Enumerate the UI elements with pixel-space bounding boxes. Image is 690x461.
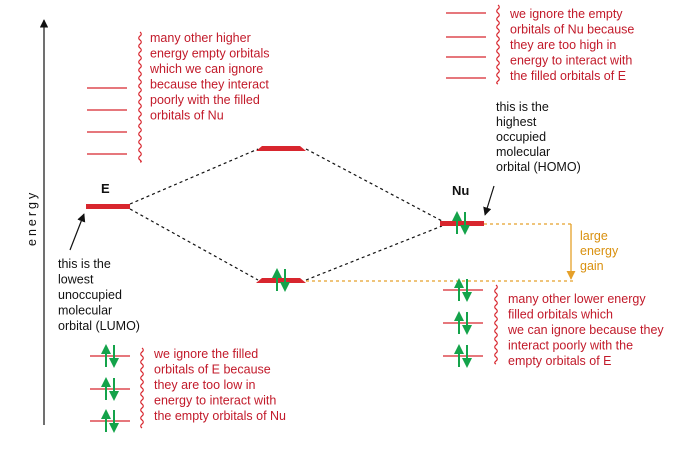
e-label: E (101, 181, 110, 196)
electron-pairs (101, 211, 472, 433)
nu-higher-empty-orbitals (446, 12, 486, 79)
up-down-arrows-icon (272, 268, 290, 292)
note-line: many other lower energy (508, 292, 646, 306)
homo-pointer-arrow (483, 185, 495, 216)
note-line: orbital (HOMO) (496, 160, 581, 174)
dashed-line (129, 148, 259, 205)
note-line: orbitals of Nu because (510, 23, 634, 37)
note-line: orbital (LUMO) (58, 319, 140, 333)
note-line: unoccupied (58, 288, 122, 302)
note-line: energy empty orbitals (150, 47, 270, 61)
up-down-arrows-icon (101, 409, 119, 433)
e-lumo-orbital (86, 204, 130, 209)
note-line: interact poorly with the (508, 339, 633, 353)
note-line: orbitals of Nu (150, 109, 224, 123)
up-down-arrows-icon (101, 377, 119, 401)
dashed-line (305, 225, 443, 281)
dashed-line (129, 208, 259, 281)
note-line: the empty orbitals of Nu (154, 409, 286, 423)
note-line: this is the (496, 100, 549, 114)
nu-homo-orbital (440, 221, 484, 226)
note-line: molecular (496, 145, 550, 159)
note-line: because they interact (150, 78, 269, 92)
up-down-arrows-icon (454, 344, 472, 368)
e-higher-empty-orbitals (87, 87, 127, 155)
nu-label: Nu (452, 183, 469, 198)
note-line: energy (580, 244, 619, 258)
note-line: gain (580, 259, 604, 273)
note-line: they are too high in (510, 38, 616, 52)
note-line: energy to interact with (154, 394, 276, 408)
energy-gain-indicator (306, 223, 576, 282)
note-line: molecular (58, 304, 112, 318)
bottom-left-note: we ignore the filled orbitals of E becaus… (153, 347, 286, 423)
lumo-pointer-arrow (69, 213, 86, 251)
bottom-right-note: many other lower energy filled orbitals w… (507, 292, 664, 368)
note-line: lowest (58, 273, 94, 287)
up-down-arrows-icon (454, 278, 472, 302)
note-line: highest (496, 115, 537, 129)
energy-axis-label: energy (25, 190, 39, 246)
note-line: poorly with the filled (150, 93, 260, 107)
note-line: many other higher (150, 31, 251, 45)
note-line: this is the (58, 257, 111, 271)
note-line: we ignore the filled (153, 347, 258, 361)
bonding-orbital (256, 278, 306, 283)
antibonding-orbital (256, 146, 306, 151)
wavy-line-icon (138, 31, 142, 163)
note-line: which we can ignore (149, 62, 263, 76)
note-line: the filled orbitals of E (510, 69, 626, 83)
note-line: occupied (496, 130, 546, 144)
up-down-arrows-icon (452, 211, 470, 235)
note-line: empty orbitals of E (508, 354, 612, 368)
note-line: we can ignore because they (507, 323, 664, 337)
correlation-lines (129, 148, 443, 281)
note-line: they are too low in (154, 378, 255, 392)
note-line: filled orbitals which (508, 308, 613, 322)
nu-lower-filled-orbitals (443, 289, 483, 357)
note-line: large (580, 229, 608, 243)
e-lower-filled-orbitals (90, 355, 130, 422)
note-line: energy to interact with (510, 54, 632, 68)
wavy-line-icon (496, 4, 500, 85)
wavy-line-icon (494, 284, 498, 365)
wavy-line-icon (140, 347, 144, 429)
up-down-arrows-icon (101, 344, 119, 368)
note-line: orbitals of E because (154, 363, 271, 377)
up-down-arrows-icon (454, 311, 472, 335)
note-line: we ignore the empty (509, 7, 623, 21)
top-right-note: we ignore the empty orbitals of Nu becaus… (509, 7, 634, 83)
dashed-line (305, 148, 443, 222)
